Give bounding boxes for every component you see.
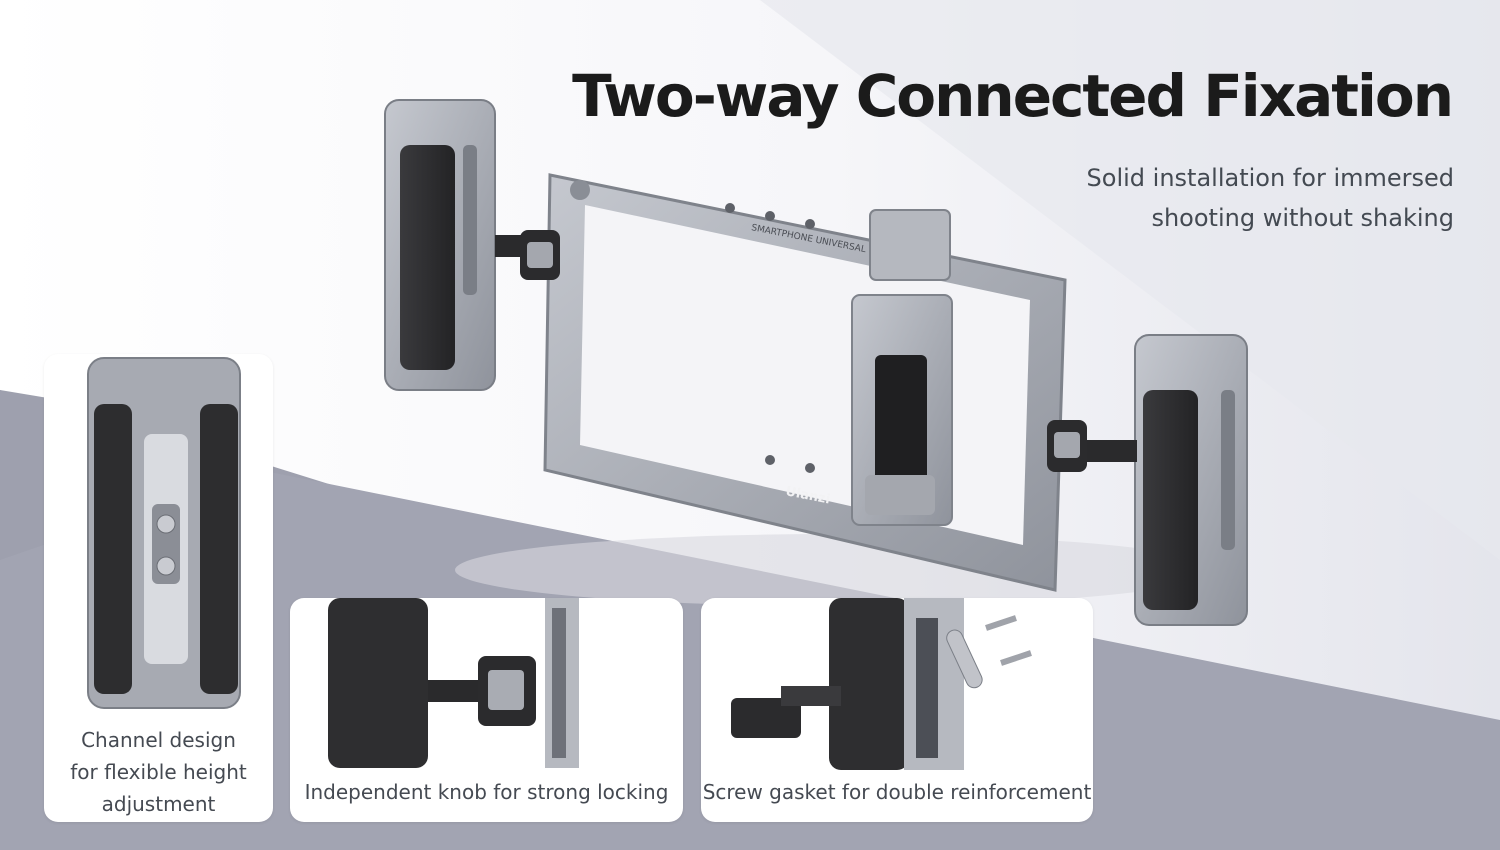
caption-gasket: Screw gasket for double reinforcement bbox=[702, 780, 1092, 804]
feature-card-knob: Independent knob for strong locking bbox=[290, 598, 683, 822]
knob-closeup-image bbox=[328, 598, 579, 768]
caption-channel: Channel design for flexible height adjus… bbox=[70, 728, 247, 816]
headline: Two-way Connected Fixation bbox=[572, 62, 1454, 130]
phone-clamp bbox=[851, 209, 953, 526]
caption-knob: Independent knob for strong locking bbox=[304, 780, 669, 804]
subline: Solid installation for immersed shooting… bbox=[934, 158, 1454, 238]
rig-illustration: SMARTPHONE UNIVERSAL RIG Ulanzi bbox=[384, 99, 1248, 626]
feature-card-channel: Channel design for flexible height adjus… bbox=[44, 354, 273, 822]
subline-line-2: shooting without shaking bbox=[1151, 204, 1454, 232]
handle-closeup-image bbox=[87, 357, 241, 709]
feature-card-gasket: Screw gasket for double reinforcement bbox=[701, 598, 1093, 822]
left-handle bbox=[384, 99, 560, 391]
right-handle bbox=[1047, 334, 1248, 626]
subline-line-1: Solid installation for immersed bbox=[1086, 164, 1454, 192]
gasket-closeup-image bbox=[731, 598, 1032, 770]
